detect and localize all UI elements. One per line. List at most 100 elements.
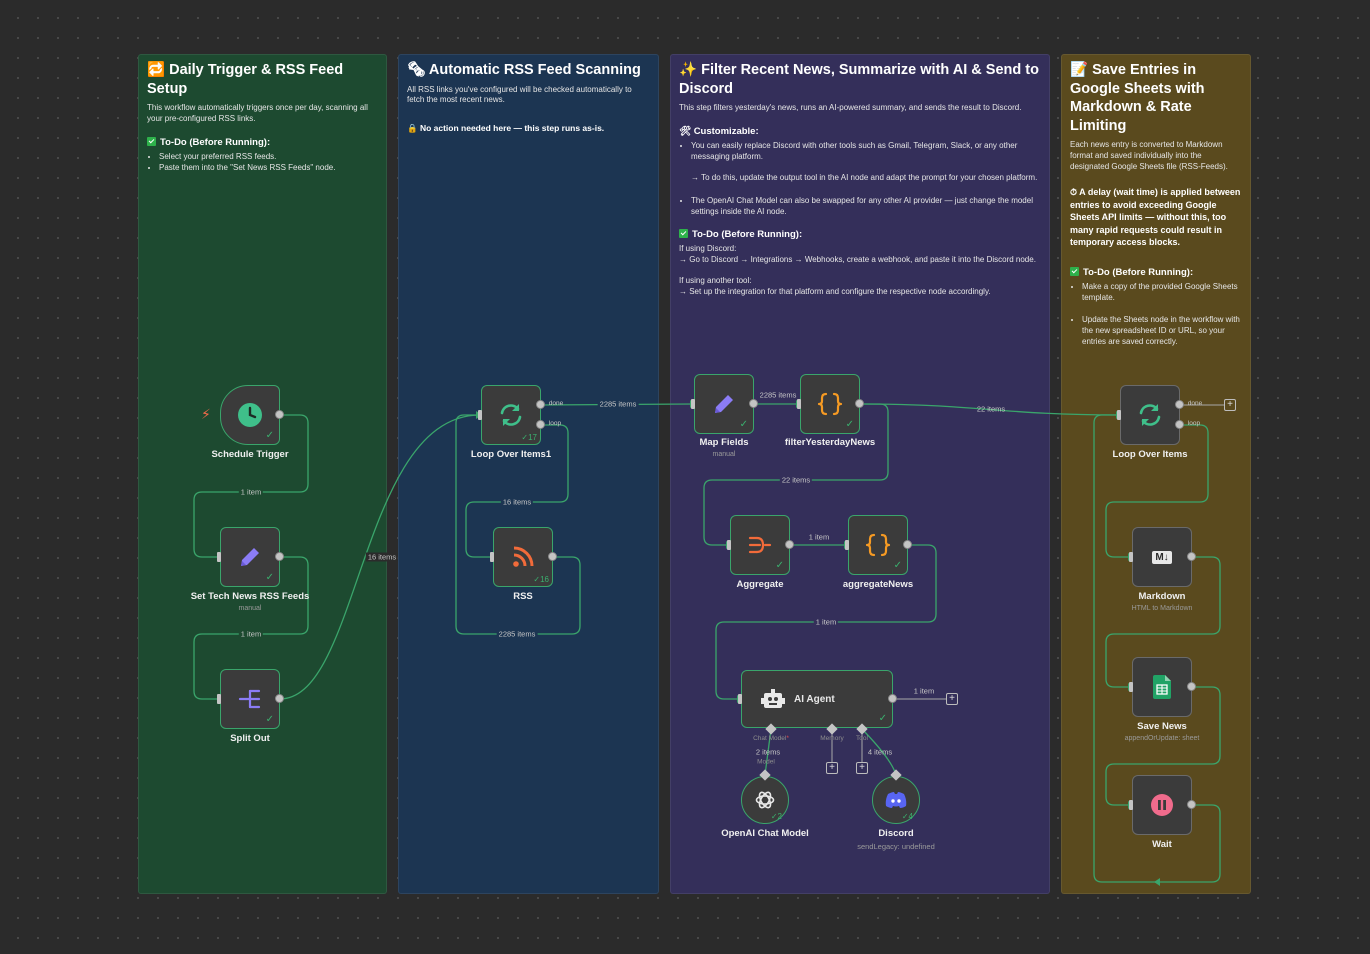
edge-label: 2 items bbox=[755, 747, 781, 757]
checkbox-emoji-icon bbox=[1070, 266, 1079, 276]
sticky-description: All RSS links you've configured will be … bbox=[407, 84, 632, 105]
pencil-icon bbox=[241, 548, 259, 566]
input-port[interactable] bbox=[217, 694, 221, 704]
output-port[interactable] bbox=[275, 694, 284, 703]
port-label-chat-model: Chat Model bbox=[753, 735, 789, 742]
success-check-icon: ✓ bbox=[265, 572, 274, 583]
node-filter-yesterday-news[interactable]: ✓ bbox=[800, 374, 860, 434]
sticky-rss-scanning[interactable]: 🗞 Automatic RSS Feed Scanning All RSS li… bbox=[398, 54, 659, 894]
list-item-text: You can easily replace Discord with othe… bbox=[691, 140, 1018, 161]
node-schedule-trigger[interactable]: ✓ bbox=[220, 385, 280, 445]
node-loop-over-items1[interactable]: ✓17 bbox=[481, 385, 541, 445]
node-label: RSS bbox=[513, 591, 533, 602]
sticky-save-sheets[interactable]: 📝 Save Entries in Google Sheets with Mar… bbox=[1061, 54, 1251, 894]
success-check-icon: ✓ bbox=[265, 714, 274, 725]
node-label: Split Out bbox=[230, 733, 270, 744]
todo-item: Select your preferred RSS feeds. bbox=[159, 152, 378, 163]
input-port[interactable] bbox=[1129, 800, 1133, 810]
node-discord[interactable]: ✓4 bbox=[872, 776, 920, 824]
memo-emoji-icon: 📝 bbox=[1070, 62, 1089, 78]
port-label-tool: Tool bbox=[856, 735, 868, 742]
input-port[interactable] bbox=[797, 399, 801, 409]
node-map-fields[interactable]: ✓ bbox=[694, 374, 754, 434]
trigger-bolt-icon: ⚡ bbox=[201, 406, 211, 422]
node-sublabel: appendOrUpdate: sheet bbox=[1124, 735, 1200, 742]
openai-icon bbox=[755, 791, 775, 809]
output-port[interactable] bbox=[785, 540, 794, 549]
input-port[interactable] bbox=[1117, 410, 1121, 420]
output-port-done[interactable] bbox=[1175, 400, 1184, 409]
output-port[interactable] bbox=[749, 399, 758, 408]
node-save-news[interactable] bbox=[1132, 657, 1192, 717]
node-label: AI Agent bbox=[794, 693, 835, 705]
output-port-loop[interactable] bbox=[536, 420, 545, 429]
node-aggregate[interactable]: ✓ bbox=[730, 515, 790, 575]
success-check-icon: ✓ bbox=[878, 713, 887, 724]
node-rss[interactable]: ✓16 bbox=[493, 527, 553, 587]
input-port[interactable] bbox=[727, 540, 731, 550]
input-port[interactable] bbox=[1129, 682, 1133, 692]
node-openai-chat-model[interactable]: ✓2 bbox=[741, 776, 789, 824]
refresh-icon bbox=[500, 404, 522, 426]
input-port[interactable] bbox=[1129, 552, 1133, 562]
run-count-value: 17 bbox=[528, 433, 537, 442]
sticky-title: 📝 Save Entries in Google Sheets with Mar… bbox=[1070, 61, 1242, 135]
node-label: Set Tech News RSS Feeds bbox=[190, 591, 310, 602]
input-port[interactable] bbox=[691, 399, 695, 409]
output-port[interactable] bbox=[1187, 682, 1196, 691]
list-item-text: → To do this, update the output tool in … bbox=[691, 173, 1038, 183]
sticky-note: 🔒 No action needed here — this step runs… bbox=[407, 123, 605, 134]
edge-label: 4 items bbox=[867, 747, 893, 757]
port-label-memory: Memory bbox=[820, 735, 844, 742]
node-label: Save News bbox=[1137, 721, 1187, 732]
edge-label: 16 items bbox=[500, 497, 534, 507]
todo-list: Select your preferred RSS feeds. Paste t… bbox=[147, 152, 378, 175]
output-port[interactable] bbox=[275, 552, 284, 561]
edge-sheets-wait bbox=[1105, 686, 1221, 806]
node-set-feeds[interactable]: ✓ bbox=[220, 527, 280, 587]
sticky-title: 🔁 Daily Trigger & RSS Feed Setup bbox=[147, 61, 378, 98]
todo-item: Paste them into the "Set News RSS Feeds"… bbox=[159, 163, 378, 174]
output-port-loop[interactable] bbox=[1175, 420, 1184, 429]
add-memory-button[interactable]: + bbox=[826, 762, 838, 774]
edge-label: 1 item bbox=[813, 617, 839, 627]
input-port[interactable] bbox=[217, 552, 221, 562]
node-split-out[interactable]: ✓ bbox=[220, 669, 280, 729]
output-port-done[interactable] bbox=[536, 400, 545, 409]
todo-heading-text: To-Do (Before Running): bbox=[160, 136, 271, 148]
input-port[interactable] bbox=[738, 694, 742, 704]
output-port[interactable] bbox=[1187, 552, 1196, 561]
output-port[interactable] bbox=[855, 399, 864, 408]
checkbox-emoji-icon bbox=[679, 229, 688, 239]
add-node-button[interactable]: + bbox=[1224, 399, 1236, 411]
sticky-daily-trigger[interactable]: 🔁 Daily Trigger & RSS Feed Setup This wo… bbox=[138, 54, 387, 894]
node-aggregate-news[interactable]: ✓ bbox=[848, 515, 908, 575]
sticky-filter-summarize[interactable]: ✨ Filter Recent News, Summarize with AI … bbox=[670, 54, 1050, 894]
output-port[interactable] bbox=[903, 540, 912, 549]
add-tool-button[interactable]: + bbox=[856, 762, 868, 774]
list-item: The OpenAI Chat Model can also be swappe… bbox=[691, 196, 1041, 218]
sticky-title-text: Automatic RSS Feed Scanning bbox=[428, 62, 641, 78]
todo-heading: To-Do (Before Running): bbox=[679, 229, 1041, 240]
output-port[interactable] bbox=[888, 694, 897, 703]
run-count: ✓16 bbox=[533, 575, 549, 584]
input-port[interactable] bbox=[478, 410, 482, 420]
edge-sublabel: Model bbox=[757, 758, 775, 766]
node-markdown[interactable]: M↓ bbox=[1132, 527, 1192, 587]
todo-item: Update the Sheets node in the workflow w… bbox=[1082, 315, 1242, 347]
edge-label: 1 item bbox=[913, 686, 935, 696]
input-port[interactable] bbox=[490, 552, 494, 562]
code-braces-icon bbox=[817, 392, 843, 416]
node-loop-over-items[interactable] bbox=[1120, 385, 1180, 445]
output-port[interactable] bbox=[1187, 800, 1196, 809]
input-port[interactable] bbox=[845, 540, 849, 550]
sticky-title-text: Daily Trigger & RSS Feed Setup bbox=[147, 62, 344, 97]
add-node-button[interactable]: + bbox=[946, 693, 958, 705]
edge-loop2-markdown bbox=[1105, 424, 1209, 558]
run-count-value: 2 bbox=[777, 812, 782, 821]
node-wait[interactable] bbox=[1132, 775, 1192, 835]
node-ai-agent[interactable]: AI Agent ✓ bbox=[741, 670, 893, 728]
output-port[interactable] bbox=[548, 552, 557, 561]
output-port[interactable] bbox=[275, 410, 284, 419]
code-braces-icon bbox=[865, 533, 891, 557]
